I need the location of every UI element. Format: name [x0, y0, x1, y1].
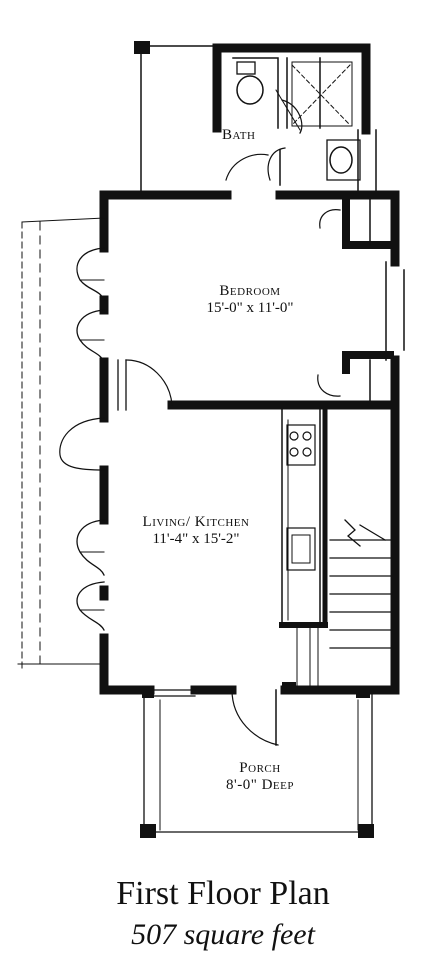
bedroom-dimensions: 15'-0" x 11'-0"	[206, 300, 294, 317]
plan-title: First Floor Plan	[116, 875, 330, 912]
living-kitchen-name: Living/ Kitchen	[142, 514, 250, 530]
main-walls	[99, 190, 405, 695]
living-kitchen-dimensions: 11'-4" x 15'-2"	[152, 531, 240, 548]
bath-name: Bath	[222, 127, 256, 143]
bath-area	[134, 41, 377, 193]
bedroom-name: Bedroom	[219, 283, 281, 299]
left-openings	[17, 217, 173, 669]
kitchen-counter	[281, 409, 321, 626]
living-kitchen-label: Living/ Kitchen 11'-4" x 15'-2"	[96, 514, 296, 549]
bedroom-label: Bedroom 15'-0" x 11'-0"	[150, 283, 350, 318]
porch-depth: 8'-0" Deep	[226, 777, 294, 794]
porch-name: Porch	[239, 760, 281, 776]
bath-label: Bath	[222, 127, 255, 144]
stairs	[296, 519, 391, 691]
porch-label: Porch 8'-0" Deep	[160, 760, 360, 795]
porch	[140, 682, 374, 838]
plan-area: 507 square feet	[131, 918, 315, 951]
